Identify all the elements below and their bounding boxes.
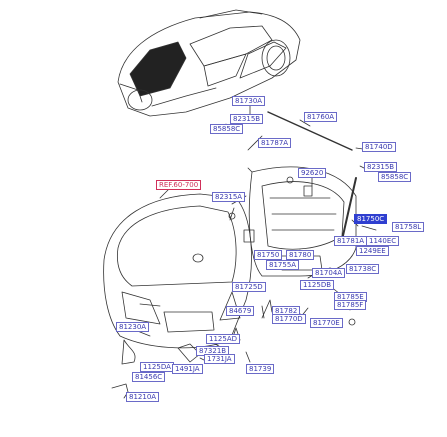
part-label-81750[interactable]: 81750 [254,250,283,260]
part-label-81755a[interactable]: 81755A [266,260,300,270]
part-label-1249ee[interactable]: 1249EE [356,246,389,256]
part-label-1731ja[interactable]: 1731JA [204,354,235,364]
part-label-81780[interactable]: 81780 [286,250,315,260]
part-label-85858c-right[interactable]: 85858C [378,172,412,182]
part-label-1125da[interactable]: 1125DA [140,362,174,372]
part-label-81739[interactable]: 81739 [246,364,275,374]
part-label-85858c-top[interactable]: 85858C [210,124,244,134]
part-label-84679[interactable]: 84679 [226,306,255,316]
part-label-81704a[interactable]: 81704A [312,268,346,278]
part-label-81725d[interactable]: 81725D [232,282,266,292]
part-label-81758l[interactable]: 81758L [392,222,425,232]
vehicle-sketch [117,9,301,117]
part-label-81760a[interactable]: 81760A [304,112,338,122]
part-label-81785f[interactable]: 81785F [334,300,367,310]
part-label-1125db[interactable]: 1125DB [300,280,335,290]
part-label-82315a[interactable]: 82315A [212,192,246,202]
part-label-81456c[interactable]: 81456C [132,372,166,382]
part-label-1140ec[interactable]: 1140EC [366,236,400,246]
part-label-81770e[interactable]: 81770E [310,318,343,328]
part-label-81750c-highlighted[interactable]: 81750C [354,214,388,224]
part-label-81770d[interactable]: 81770D [272,314,306,324]
part-label-1491ja[interactable]: 1491JA [172,364,203,374]
part-label-81781a[interactable]: 81781A [334,236,368,246]
part-label-82315b-right[interactable]: 82315B [364,162,398,172]
part-label-1125ad[interactable]: 1125AD [206,334,240,344]
part-label-81787a[interactable]: 81787A [258,138,292,148]
part-label-82315b-top[interactable]: 82315B [230,114,264,124]
part-label-81730a[interactable]: 81730A [232,96,266,106]
part-label-81738c[interactable]: 81738C [346,264,380,274]
rear-body [103,193,252,349]
reference-label[interactable]: REF.60-700 [156,180,202,190]
part-label-81210a[interactable]: 81210A [126,392,160,402]
part-label-92620[interactable]: 92620 [298,168,327,178]
part-label-81740d[interactable]: 81740D [362,142,396,152]
gas-strut [341,177,357,241]
part-label-81230a[interactable]: 81230A [116,322,150,332]
